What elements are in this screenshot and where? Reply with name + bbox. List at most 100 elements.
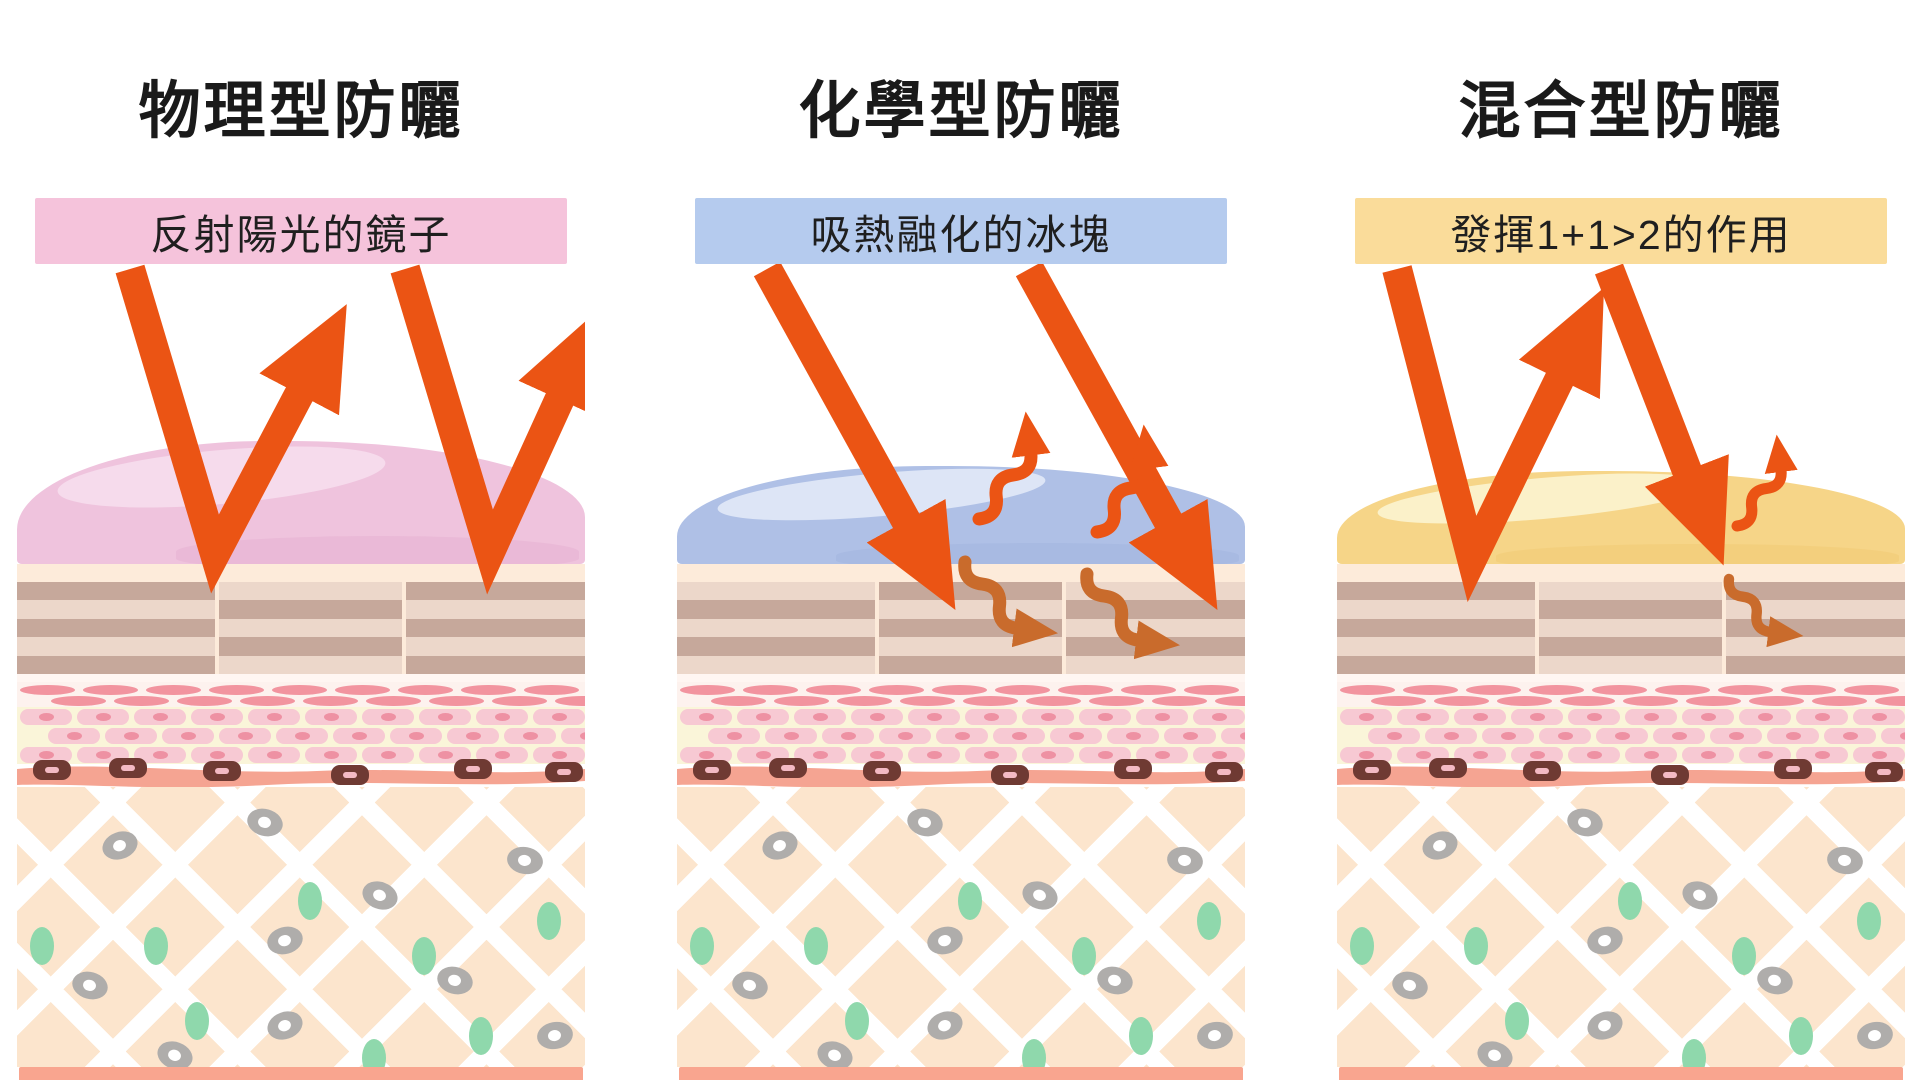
corneocyte-brick — [1337, 600, 1535, 619]
uv-hybrid-arrows — [1382, 264, 1804, 648]
melanocyte-center — [45, 767, 59, 774]
dermis-green-cell — [845, 1002, 869, 1041]
heat-release-squiggle-icon — [972, 411, 1051, 526]
dermis-green-cell — [1682, 1039, 1706, 1068]
epidermis-cell — [1022, 747, 1074, 764]
melanocyte-center — [1663, 772, 1677, 779]
epidermis-cell — [1136, 709, 1188, 726]
panel-hybrid-sunscreen: 混合型防曬 發揮1+1>2的作用 — [1337, 25, 1905, 1080]
cell-nucleus — [1872, 713, 1887, 722]
subtitle-badge: 反射陽光的鏡子 — [35, 198, 567, 265]
granular-cell — [1875, 696, 1905, 707]
cell-nucleus — [438, 751, 453, 760]
corneocyte-brick — [406, 655, 585, 675]
cell-nucleus — [1501, 732, 1516, 741]
cell-nucleus — [927, 751, 942, 760]
epidermis-cell — [936, 728, 988, 745]
epidermis-cell — [965, 747, 1017, 764]
granular-cell — [1121, 685, 1176, 696]
melanocyte-center — [875, 768, 889, 775]
dermis-green-cell — [1022, 1039, 1046, 1068]
cell-nucleus — [210, 751, 225, 760]
epidermis-cell — [162, 728, 214, 745]
cell-nucleus — [756, 751, 771, 760]
granular-cell — [20, 685, 75, 696]
corneocyte-brick — [1539, 637, 1722, 656]
granular-cell — [1686, 696, 1741, 707]
epidermis-cell — [276, 728, 328, 745]
cell-nucleus — [813, 713, 828, 722]
granular-cell — [1749, 696, 1804, 707]
basal-band-wave — [17, 766, 585, 788]
epidermis-cell — [965, 709, 1017, 726]
epidermis-cell — [1454, 709, 1506, 726]
skin-cross-section — [17, 564, 585, 1080]
granular-cell-layer — [17, 682, 585, 708]
cell-nucleus — [1644, 751, 1659, 760]
epidermis-cell — [794, 709, 846, 726]
granular-cell — [1497, 696, 1552, 707]
cell-nucleus — [927, 713, 942, 722]
skin-cross-section — [677, 564, 1245, 1080]
melanocyte-cell — [1429, 758, 1467, 779]
skin-diagram — [677, 264, 1245, 1080]
granular-cell — [429, 696, 484, 707]
granular-cell — [1371, 696, 1426, 707]
skin-surface-band — [17, 564, 585, 583]
granular-cell — [1655, 685, 1710, 696]
epidermis-cell — [1340, 709, 1392, 726]
cell-nucleus — [466, 732, 481, 741]
cell-nucleus — [39, 713, 54, 722]
dermis-green-cell — [362, 1039, 386, 1068]
melanocyte-center — [1441, 765, 1455, 772]
granular-cell — [114, 696, 169, 707]
granular-cell-layer — [677, 682, 1245, 708]
basal-layer — [17, 761, 585, 788]
cell-nucleus — [955, 732, 970, 741]
epidermis-cell — [77, 709, 129, 726]
granular-cell — [963, 696, 1018, 707]
epidermis-cell — [48, 728, 100, 745]
melanocyte-center — [705, 767, 719, 774]
corneocyte-brick — [677, 600, 875, 619]
cell-nucleus — [1615, 732, 1630, 741]
corneocyte-brick — [1726, 582, 1905, 601]
corneocyte-brick — [406, 637, 585, 656]
granular-cell — [1089, 696, 1144, 707]
granular-cell — [995, 685, 1050, 696]
brick-column — [1337, 582, 1535, 675]
panel-title: 物理型防曬 — [138, 76, 464, 146]
cell-nucleus — [1126, 732, 1141, 741]
melanocyte-cell — [863, 761, 901, 782]
granular-cell — [555, 696, 585, 707]
cell-nucleus — [1098, 751, 1113, 760]
cell-nucleus — [1041, 713, 1056, 722]
epidermis-cell — [1022, 709, 1074, 726]
cell-nucleus — [699, 751, 714, 760]
cell-nucleus — [1359, 713, 1374, 722]
granular-gap-band — [677, 674, 1245, 683]
dermis-green-cell — [690, 927, 714, 966]
melanocyte-cell — [545, 762, 583, 783]
skin-base-bar — [679, 1067, 1243, 1080]
epidermis-cell — [1796, 709, 1848, 726]
corneocyte-brick — [17, 637, 215, 656]
skin-diagram — [1337, 264, 1905, 1080]
epidermis-cell — [533, 747, 585, 764]
cell-nucleus — [124, 732, 139, 741]
epidermis-cell — [1568, 709, 1620, 726]
basal-band-wave — [1337, 766, 1905, 788]
dermis-green-cell — [412, 937, 436, 976]
melanocyte-cell — [1114, 759, 1152, 780]
cell-nucleus — [898, 732, 913, 741]
granular-cell — [461, 685, 516, 696]
epidermis-cell — [191, 747, 243, 764]
uv-reflection-arrows — [115, 264, 585, 595]
brick-column — [677, 582, 875, 675]
stratum-corneum-layer — [1337, 582, 1905, 675]
granular-cell — [492, 696, 547, 707]
epidermis-cell — [219, 728, 271, 745]
dermis-green-cell — [1857, 902, 1881, 941]
epidermis-cell — [504, 728, 556, 745]
subtitle-badge: 吸熱融化的冰塊 — [695, 198, 1227, 265]
